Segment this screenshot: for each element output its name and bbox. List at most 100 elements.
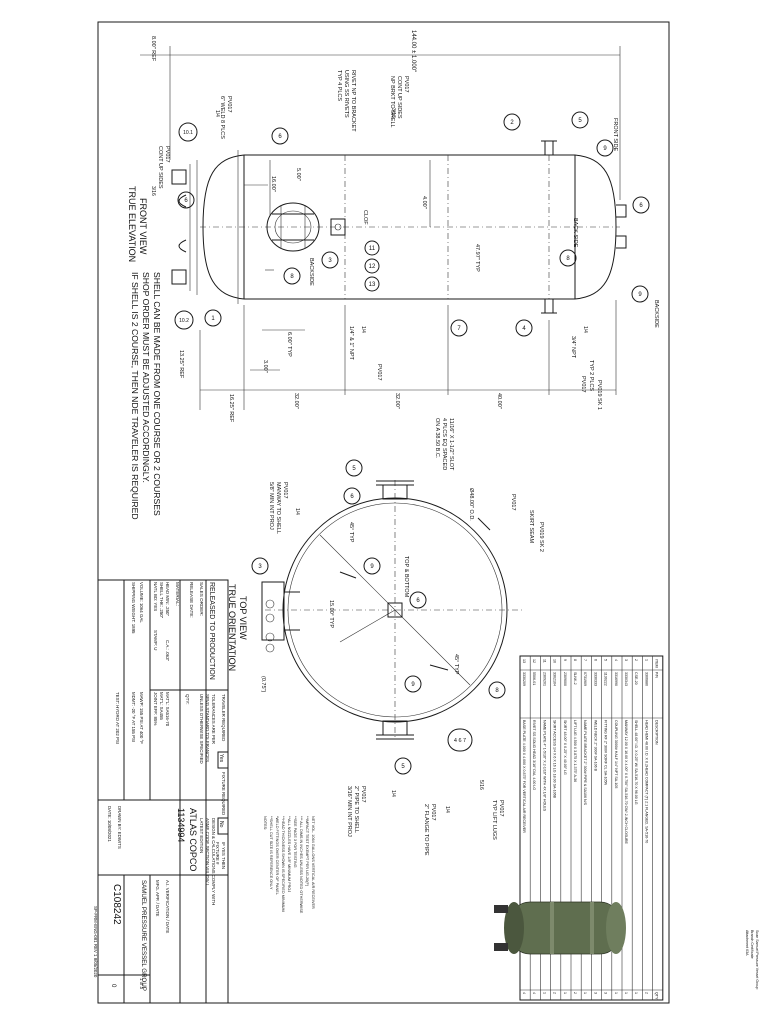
svg-text:PV017: PV017 <box>226 96 232 113</box>
clof-label: CLOF <box>362 210 368 225</box>
bom-cell-7-0: 7 <box>583 659 587 661</box>
balloon-6c: 6 <box>632 196 650 214</box>
balloon-10-1: 10.1 <box>178 122 198 142</box>
svg-text:CONT UP SIDES: CONT UP SIDES <box>157 146 163 189</box>
svg-text:PV017: PV017 <box>282 482 288 499</box>
balloon-12: 12 <box>364 258 380 274</box>
bom-cell-7-2: NAME PLATE BRACKET 2" 300# PIPE & SA106 … <box>583 720 587 806</box>
corrosion-allowance: C.A.: .063" <box>165 640 170 662</box>
svg-text:UNLESS OTHERWISE SPECIFIED: UNLESS OTHERWISE SPECIFIED <box>199 694 204 764</box>
revision: 0 <box>110 984 116 988</box>
general-note-8: NET VOL. 1064 GALLONS VERTICAL AIR RECEI… <box>311 816 315 909</box>
corner-line-3: Branch Certificate <box>750 930 754 959</box>
ship-weight: SHIPPING WEIGHT: 1895 <box>131 582 136 634</box>
balloons-top: 5 6 9 6 3 9 8 4 6 7 5 <box>251 459 506 775</box>
svg-text:Yes: Yes <box>218 754 224 763</box>
front-view: 144.00 ± 1.000" 8.00" REF 16.00" 5.00" 4… <box>127 30 659 423</box>
material-1: MAT'L: SA516-70 <box>165 692 170 727</box>
mfr-note: MFG. APP. / DATE <box>155 880 160 917</box>
balloon-4: 4 <box>515 319 533 337</box>
balloon-3: 3 <box>321 251 339 269</box>
bom-cell-7-1: 0731909 <box>583 672 587 686</box>
tv-balloon-3: 3 <box>251 557 269 575</box>
svg-text:6: 6 <box>639 203 643 209</box>
back-side-label-c: BACKSIDE <box>308 258 314 286</box>
bom-cell-12-0: 12 <box>532 659 536 663</box>
svg-text:LATEST EDITION: LATEST EDITION <box>199 818 204 853</box>
svg-text:TOP VIEW: TOP VIEW <box>238 596 248 640</box>
angle-45-b: 45° TYP <box>453 654 459 675</box>
yes-box: Yes <box>217 751 229 769</box>
balloon-6a: 6 <box>271 127 289 145</box>
balloon-8a: 8 <box>283 267 301 285</box>
svg-text:FIXTURE #: FIXTURE # <box>215 842 220 865</box>
svg-text:11: 11 <box>369 246 376 252</box>
svg-text:8: 8 <box>290 274 294 280</box>
dim-4: 4.00" <box>421 196 427 209</box>
svg-text:TOLERANCES ARE PER: TOLERANCES ARE PER <box>211 694 216 744</box>
bom-cell-11-3: 1 <box>542 992 546 994</box>
svg-text:DESIGN & CALCULATIONS COMPLY W: DESIGN & CALCULATIONS COMPLY WITH <box>211 818 216 905</box>
general-note-3: **HEAD THICKNESS SHOWN IS SPECIFIED MINI… <box>281 816 285 912</box>
svg-text:TYP LIFT LUGS: TYP LIFT LUGS <box>491 800 497 840</box>
svg-text:8: 8 <box>495 688 499 694</box>
natl-bd: NATL BD: YES <box>153 582 158 611</box>
bom-cell-8-1: SLNK-2 <box>573 672 577 685</box>
name-plate <box>330 218 346 236</box>
part-number: 1134994 <box>176 808 186 842</box>
svg-text:2" PIPE TO SHELL: 2" PIPE TO SHELL <box>353 786 359 833</box>
bom-cell-3-2: MANWAY 12.00 X 16.00 X 4.00" X 0.750" SA… <box>624 720 628 845</box>
svg-text:2: 2 <box>510 120 514 126</box>
bom-cell-1-3: 2 <box>644 992 648 994</box>
tv-balloon-9b: 9 <box>404 675 422 693</box>
bom-cell-9-3: 1 <box>563 992 567 994</box>
fixture-no: IF YES THEN FIXTURE # <box>215 842 226 869</box>
bom-cell-3-0: 3 <box>624 659 628 661</box>
svg-text:9: 9 <box>638 292 642 298</box>
balloon-8b: 8 <box>559 249 577 267</box>
weld-symbol-2: 1/4 <box>214 110 220 117</box>
front-side-label: FRONT SIDE <box>612 118 618 152</box>
ref-16-25: 16.25" REF <box>228 394 234 423</box>
material-2: MAT'L: SA455 <box>159 692 164 720</box>
balloon-6b: 6 <box>177 191 195 209</box>
svg-text:3: 3 <box>328 258 332 264</box>
npt-34: 3/4" NPT <box>570 336 576 359</box>
tv-balloon-9a: 9 <box>363 557 381 575</box>
svg-text:5: 5 <box>352 466 356 472</box>
dim-ref-top: 8.00" REF <box>150 36 156 62</box>
joint-eff: JOINT EFF: 85% <box>153 692 158 725</box>
bom-cell-2-0: 2 <box>634 659 638 661</box>
svg-text:IF YES THEN: IF YES THEN <box>221 842 226 869</box>
bom-cell-12-1: 5506-01 <box>532 672 536 685</box>
top-view: TOP VIEW TRUE ORIENTATION 11/16" X 1-1/2… <box>227 418 544 856</box>
tv-balloon-8: 8 <box>488 681 506 699</box>
dim-5: 5.00" <box>295 168 301 181</box>
weld-flange: 1/4 <box>444 806 450 813</box>
tv-balloon-6b: 6 <box>409 591 427 609</box>
svg-text:4 6 7: 4 6 7 <box>454 738 466 744</box>
note-pv017-left: PV017 CONT UP SIDES <box>157 146 170 189</box>
released-label: RELEASED TO PRODUCTION <box>208 582 215 680</box>
bom-cell-1-2: HEAD HEMI 48.00 I.D. X 0.2HEAD COMPACT (… <box>644 720 648 843</box>
balloon-9a: 9 <box>596 139 614 157</box>
weld-symbol-1: 3/16 <box>390 108 396 118</box>
svg-text:2" FLANGE TO PIPE: 2" FLANGE TO PIPE <box>423 804 429 856</box>
bom-cell-4-3: 1 <box>614 992 618 994</box>
tv-balloon-5a: 5 <box>345 459 363 477</box>
svg-text:3: 3 <box>258 564 262 570</box>
svg-text:TRUE ORIENTATION: TRUE ORIENTATION <box>227 584 237 671</box>
bom-cell-10-3: 2 <box>553 992 557 994</box>
general-note-4: **ALL NOZZLES HAVE 1/8" MINIMUM PROJ <box>287 816 291 892</box>
svg-text:5: 5 <box>578 118 582 124</box>
general-note-7: **IMPACT TEST EXEMPT PER UG-20(F) <box>305 816 309 887</box>
svg-text:USING SS RIVETS: USING SS RIVETS <box>343 70 349 118</box>
weld-symbol-3: 3/16 <box>150 186 156 196</box>
bom-cell-2-1: CSE-20 <box>634 672 638 685</box>
bom-cell-9-2: SKIRT 48.00" X 0.25" X 40.00" LG <box>563 720 567 775</box>
svg-text:No: No <box>218 821 224 828</box>
company-name: SAMUEL PRESSURE VESSEL GROUP <box>140 880 147 991</box>
weld-lift: 5/16 <box>478 780 484 790</box>
hydro-test: TEST: HYDRO AT 202 PSI <box>115 692 120 744</box>
svg-text:ON A 38.50 B.C.: ON A 38.50 B.C. <box>434 418 440 459</box>
